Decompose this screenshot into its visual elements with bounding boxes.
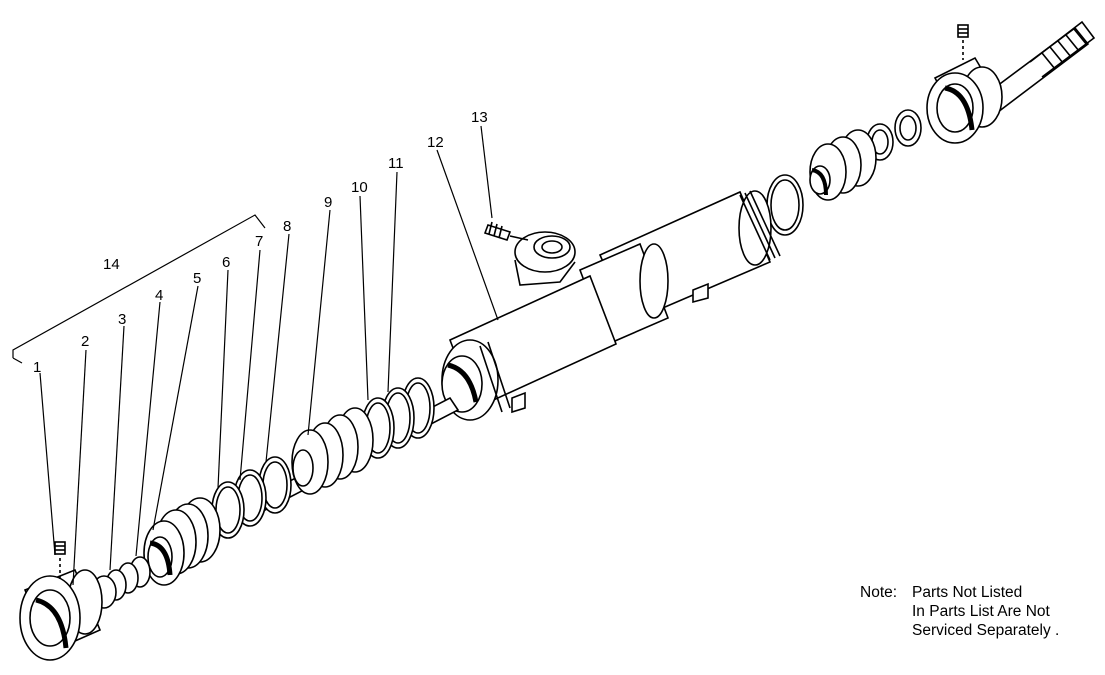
note-line-3: Serviced Separately . [912,622,1060,639]
right-piston-seal [809,129,877,201]
callout-4: 4 [155,287,163,304]
callout-6: 6 [222,254,230,271]
note-line-1: Parts Not Listed [912,584,1023,601]
leader-lines [12,125,499,586]
o-rings-6-7-8 [211,456,292,539]
callout-5: 5 [193,270,201,287]
right-gland-nut [926,56,1003,144]
callout-2: 2 [81,333,89,350]
piston [291,407,374,495]
callout-9: 9 [324,194,332,211]
left-gland-nut [19,568,103,661]
set-screw-top-right [957,24,969,60]
right-seal-ring [766,174,804,236]
callout-7: 7 [255,233,263,250]
service-note: Note: Parts Not Listed In Parts List Are … [860,583,1059,640]
callout-13: 13 [471,109,488,126]
note-label: Note: [860,584,898,601]
callout-12: 12 [427,134,444,151]
callout-3: 3 [118,311,126,328]
note-line-2: In Parts List Are Not [912,603,1050,620]
callout-10: 10 [351,179,368,196]
callout-1: 1 [33,359,41,376]
gland [143,497,221,586]
grease-fitting [483,221,529,241]
callout-11: 11 [388,155,404,172]
callout-8: 8 [283,218,291,235]
cylinder-tube [441,190,781,421]
callout-14: 14 [103,256,120,273]
